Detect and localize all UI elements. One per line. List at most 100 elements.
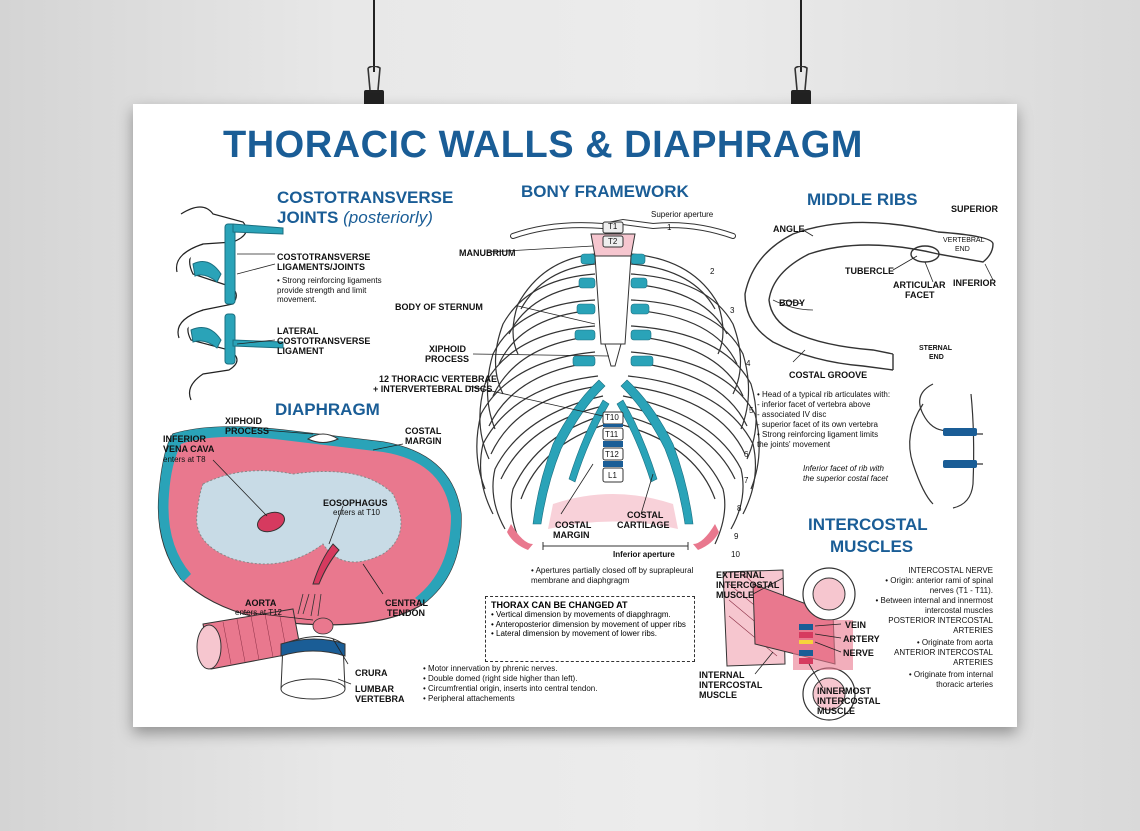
internal-intercostal-label-3: MUSCLE — [699, 690, 737, 700]
costotransverse-illustration — [175, 206, 247, 401]
thorax-box-title: THORAX CAN BE CHANGED AT — [491, 600, 628, 610]
intercostal-note-9: ANTERIOR INTERCOSTAL — [894, 648, 993, 657]
diaphragm-xiphoid-label-1: XIPHOID — [225, 416, 263, 426]
vertebral-end-label-1: VERTEBRAL — [943, 237, 985, 244]
manubrium-label: MANUBRIUM — [459, 248, 516, 258]
intercostal-note-3: nerves (T1 - T11). — [929, 586, 993, 595]
inferior-aperture-label: Inferior aperture — [613, 550, 675, 559]
costal-margin-label-2: MARGIN — [553, 530, 590, 540]
intercostal-note-6: POSTERIOR INTERCOSTAL — [888, 616, 993, 625]
esophagus-label-1: EOSOPHAGUS — [323, 498, 388, 508]
bony-framework-heading: BONY FRAMEWORK — [521, 182, 689, 201]
rib-note-3: - associated IV disc — [757, 410, 827, 419]
intercostal-heading-line1: INTERCOSTAL — [808, 515, 928, 534]
costotransverse-ligaments-note: • Strong reinforcing ligaments provide s… — [277, 276, 382, 304]
rib-note-6: the joints' movement — [757, 440, 831, 449]
lumbar-vertebra-label-1: LUMBAR — [355, 684, 394, 694]
middle-ribs-heading: MIDDLE RIBS — [807, 190, 918, 209]
hanging-wire-left — [373, 0, 375, 72]
costo-leader-lines — [236, 253, 276, 345]
rib-number-3: 3 — [730, 306, 735, 315]
vertebral-end-label-2: END — [955, 246, 970, 253]
diaphragm-costal-label-1: COSTAL — [405, 426, 442, 436]
intercostal-note-1: INTERCOSTAL NERVE — [908, 566, 993, 575]
diaphragm-illustration — [157, 426, 462, 700]
rib-superior-label: SUPERIOR — [951, 204, 999, 214]
rib-inferior-label: INFERIOR — [953, 278, 997, 288]
rib-note-2: - inferior facet of vertebra above — [757, 400, 871, 409]
sternal-end-label-2: END — [929, 354, 944, 361]
vertebrae-label-2: + INTERVERTEBRAL DISCS — [373, 384, 493, 394]
vertebrae-label-1: 12 THORACIC VERTEBRAE — [379, 374, 498, 384]
rib-number-1: 1 — [667, 223, 672, 232]
vertebra-label-L1: L1 — [608, 471, 617, 480]
middle-rib-illustration — [744, 221, 994, 371]
diaphragm-costal-label-2: MARGIN — [405, 436, 442, 446]
intercostal-note-12: thoracic arteries — [936, 680, 993, 689]
rib-number-5: 5 — [749, 406, 754, 415]
central-tendon-label-2: TENDON — [387, 608, 425, 618]
external-intercostal-label-1: EXTERNAL — [716, 570, 765, 580]
lateral-ligament-label-2: COSTOTRANSVERSE — [277, 336, 371, 346]
costotransverse-heading-joints: JOINTS — [277, 208, 339, 227]
diaphragm-note-3: • Circumfrential origin, inserts into ce… — [423, 684, 598, 693]
intercostal-heading-line2: MUSCLES — [830, 537, 914, 556]
innermost-intercostal-label-1: INNERMOST — [817, 686, 871, 696]
costotransverse-ligaments-label-2: LIGAMENTS/JOINTS — [277, 262, 366, 272]
rib-facet-highlight — [943, 428, 977, 468]
rib-angle-label: ANGLE — [773, 224, 805, 234]
vertebra-label-T12: T12 — [605, 450, 619, 459]
rib-number-6: 6 — [744, 450, 749, 459]
vertebra-label-T11: T11 — [605, 430, 619, 439]
esophagus-label-2: enters at T10 — [333, 508, 380, 517]
external-intercostal-label-3: MUSCLE — [716, 590, 754, 600]
costal-cartilage-label-1: COSTAL — [627, 510, 664, 520]
diaphragm-note-1: • Motor innervation by phrenic nerves. — [423, 664, 558, 673]
articular-facet-label-2: FACET — [905, 290, 935, 300]
thorax-box-item-2: • Anteroposterior dimension by movement … — [491, 619, 686, 629]
thorax-box-item-1: • Vertical dimension by movements of dia… — [491, 610, 671, 619]
central-tendon-label-1: CENTRAL — [385, 598, 428, 608]
nerve-label: NERVE — [843, 648, 874, 658]
intercostal-note-10: ARTERIES — [953, 658, 993, 667]
rib-number-8: 8 — [737, 504, 742, 513]
thorax-change-box: THORAX CAN BE CHANGED AT • Vertical dime… — [485, 596, 695, 662]
xiphoid-process-label-1: XIPHOID — [429, 344, 467, 354]
innermost-intercostal-label-3: MUSCLE — [817, 706, 855, 716]
poster: THORACIC WALLS & DIAPHRAGM COSTOTRANSVER… — [133, 104, 1017, 727]
rib-vertebra-detail — [909, 383, 983, 509]
costotransverse-heading-line1: COSTOTRANSVERSE — [277, 188, 454, 207]
intercostal-note-2: • Origin: anterior rami of spinal — [885, 576, 993, 585]
ivc-label-1: INFERIOR — [163, 434, 207, 444]
diaphragm-note-2: • Double domed (right side higher than l… — [423, 674, 578, 683]
lateral-ligament-label-1: LATERAL — [277, 326, 319, 336]
poster-illustrations — [157, 206, 994, 721]
intercostal-note-5: intercostal muscles — [924, 606, 993, 615]
body-of-sternum-label: BODY OF STERNUM — [395, 302, 483, 312]
articular-facet-label-1: ARTICULAR — [893, 280, 946, 290]
costal-cartilage-label-2: CARTILAGE — [617, 520, 670, 530]
lateral-ligament-label-3: LIGAMENT — [277, 346, 324, 356]
tubercle-label: TUBERCLE — [845, 266, 894, 276]
facet-note-1: Inferior facet of rib with — [803, 464, 884, 473]
rib-note-4: - superior facet of its own vertebra — [757, 420, 878, 429]
costal-margin-label-1: COSTAL — [555, 520, 592, 530]
diaphragm-heading: DIAPHRAGM — [275, 400, 380, 419]
rib-number-7: 7 — [744, 476, 749, 485]
diaphragm-xiphoid-label-2: PROCESS — [225, 426, 270, 436]
costal-groove-label: COSTAL GROOVE — [789, 370, 868, 380]
lumbar-vertebra-label-2: VERTEBRA — [355, 694, 405, 704]
vertebra-label-T2: T2 — [608, 237, 618, 246]
aorta-label-2: enters at T12 — [235, 608, 282, 617]
sternal-end-label-1: STERNAL — [919, 345, 953, 352]
intercostal-note-11: • Originate from internal — [908, 670, 993, 679]
ivc-label-3: enters at T8 — [163, 455, 206, 464]
intercostal-note-7: ARTERIES — [953, 626, 993, 635]
intercostal-illustration — [722, 567, 856, 721]
internal-intercostal-label-2: INTERCOSTAL — [699, 680, 763, 690]
rib-number-4: 4 — [746, 359, 751, 368]
external-intercostal-label-2: INTERCOSTAL — [716, 580, 780, 590]
internal-intercostal-label-1: INTERNAL — [699, 670, 745, 680]
rib-number-9: 9 — [734, 532, 739, 541]
costotransverse-ligaments — [190, 223, 284, 365]
